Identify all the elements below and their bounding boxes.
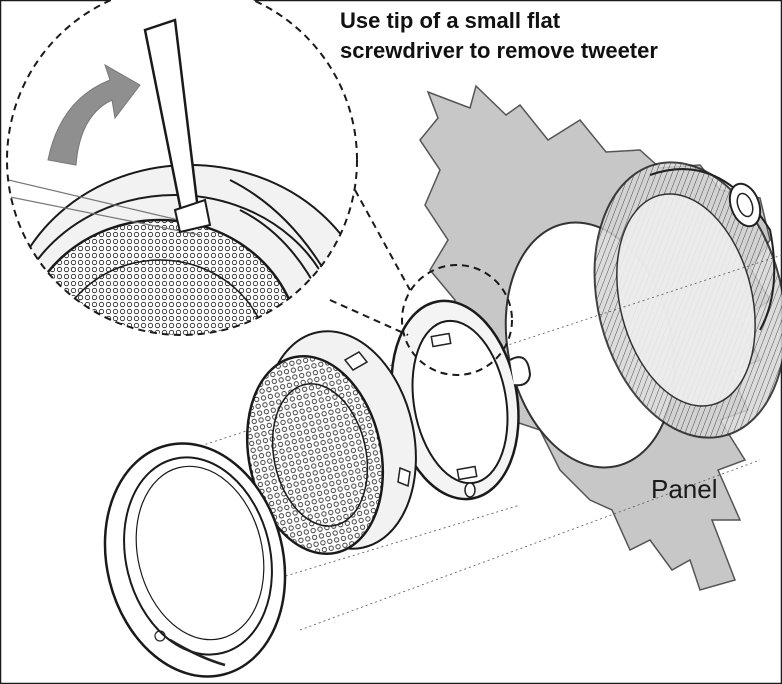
trim-bezel	[103, 442, 287, 678]
curved-arrow-icon	[47, 63, 141, 166]
brand-logo	[154, 630, 226, 667]
tweeter	[245, 330, 417, 556]
instruction-caption: Use tip of a small flat screwdriver to r…	[340, 6, 780, 66]
zoom-callout	[329, 189, 513, 376]
flush-mount-cup	[593, 161, 782, 439]
panel-label: Panel	[651, 474, 718, 504]
zoom-inset	[6, 0, 358, 336]
screwdriver	[143, 18, 212, 234]
mounting-ring	[390, 299, 532, 501]
caption-line-2: screwdriver to remove tweeter	[340, 38, 658, 63]
caption-line-1: Use tip of a small flat	[340, 8, 561, 33]
